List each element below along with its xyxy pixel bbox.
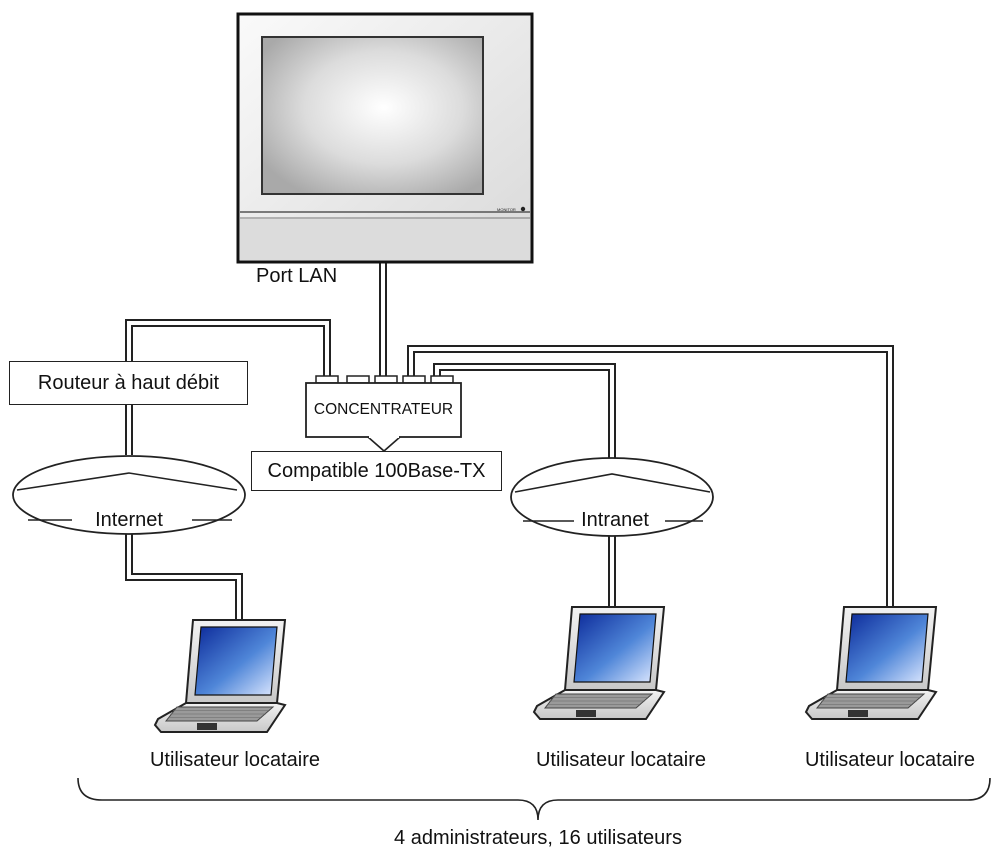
- hub-box: [305, 382, 462, 453]
- hub-spec-box: Compatible 100Base-TX: [251, 451, 502, 491]
- monitor-badge-text: MONITOR: [497, 207, 516, 212]
- laptop-icon-1: [153, 619, 287, 733]
- summary-label: 4 administrateurs, 16 utilisateurs: [394, 827, 682, 849]
- hub-spec-label: Compatible 100Base-TX: [267, 459, 486, 482]
- power-indicator-icon: [520, 206, 526, 212]
- user-label-3: Utilisateur locataire: [804, 749, 976, 771]
- user-label-1: Utilisateur locataire: [149, 749, 321, 771]
- laptop-icon-3: [804, 606, 938, 720]
- monitor-device: MONITOR: [236, 12, 534, 264]
- internet-cloud: [12, 455, 246, 535]
- router-label: Routeur à haut débit: [37, 371, 220, 394]
- intranet-cloud: [510, 457, 714, 537]
- laptop-icon-2: [532, 606, 666, 720]
- internet-label: Internet: [95, 509, 163, 531]
- users-brace: [77, 777, 991, 821]
- router-box: Routeur à haut débit: [9, 361, 248, 405]
- network-cables: [125, 262, 894, 622]
- hub-label: CONCENTRATEUR: [313, 401, 454, 418]
- user-label-2: Utilisateur locataire: [535, 749, 707, 771]
- port-lan-label: Port LAN: [256, 265, 338, 287]
- hub-ports: [315, 375, 454, 384]
- intranet-label: Intranet: [581, 509, 649, 531]
